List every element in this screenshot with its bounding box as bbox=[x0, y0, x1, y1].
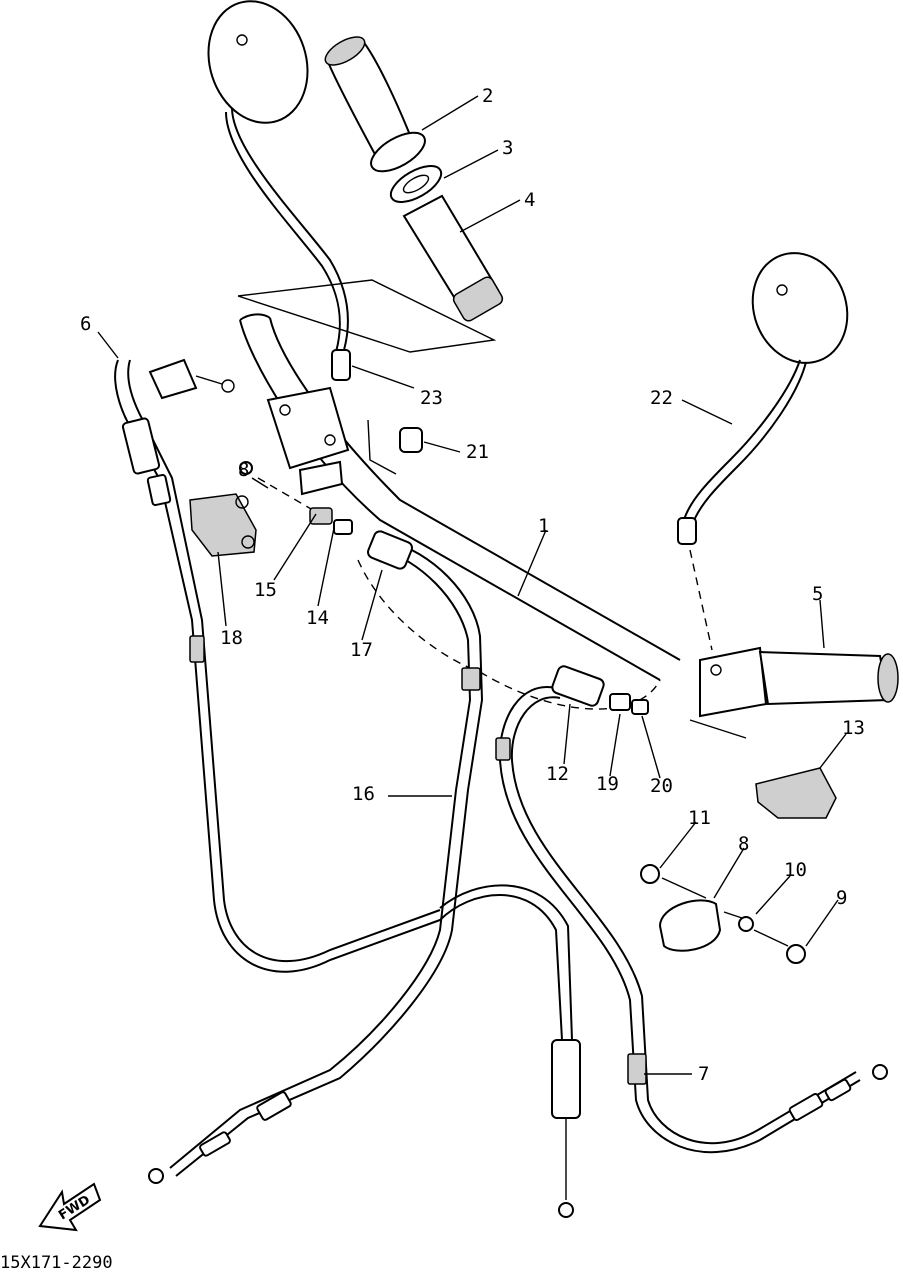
part-labels: 2 3 4 6 23 22 21 8 1 15 5 14 18 17 13 12… bbox=[80, 85, 865, 1085]
label-22: 22 bbox=[650, 387, 673, 409]
label-4: 4 bbox=[524, 189, 535, 211]
clutch-cable bbox=[495, 665, 888, 1154]
throttle-grip bbox=[324, 36, 504, 322]
label-11: 11 bbox=[688, 807, 711, 829]
drawing-code: 15X171-2290 bbox=[0, 1253, 113, 1272]
throttle-cable-branch bbox=[439, 884, 581, 1218]
label-6: 6 bbox=[80, 313, 91, 335]
clamp-parts bbox=[640, 864, 806, 964]
guide-arc-2 bbox=[479, 671, 661, 710]
label-19: 19 bbox=[596, 773, 619, 795]
label-8: 8 bbox=[738, 833, 749, 855]
throttle-cable bbox=[148, 530, 484, 1184]
label-1: 1 bbox=[538, 515, 549, 537]
label-23: 23 bbox=[420, 387, 443, 409]
label-15: 15 bbox=[254, 579, 277, 601]
right-grip-housing bbox=[689, 646, 899, 739]
left-control-housing bbox=[266, 386, 423, 496]
label-20: 20 bbox=[650, 775, 673, 797]
switch-13 bbox=[755, 767, 837, 819]
label-5: 5 bbox=[812, 583, 823, 605]
assembly-bracket bbox=[237, 279, 497, 353]
label-8-left: 8 bbox=[238, 459, 249, 481]
label-14: 14 bbox=[306, 607, 329, 629]
left-mirror bbox=[207, 0, 351, 381]
cable-6 bbox=[114, 358, 441, 973]
label-12: 12 bbox=[546, 763, 569, 785]
guide-arc-1 bbox=[357, 559, 471, 669]
switch-18 bbox=[189, 493, 257, 557]
forward-arrow: FWD bbox=[38, 1182, 102, 1232]
label-9: 9 bbox=[836, 887, 847, 909]
label-7: 7 bbox=[698, 1063, 709, 1085]
label-10: 10 bbox=[784, 859, 807, 881]
right-mirror bbox=[677, 252, 849, 651]
leader-lines bbox=[97, 95, 847, 1075]
label-18: 18 bbox=[220, 627, 243, 649]
label-21: 21 bbox=[466, 441, 489, 463]
label-13: 13 bbox=[842, 717, 865, 739]
label-3: 3 bbox=[502, 137, 513, 159]
label-17: 17 bbox=[350, 639, 373, 661]
label-2: 2 bbox=[482, 85, 493, 107]
lever-bracket-parts bbox=[239, 461, 353, 535]
label-16: 16 bbox=[352, 783, 375, 805]
